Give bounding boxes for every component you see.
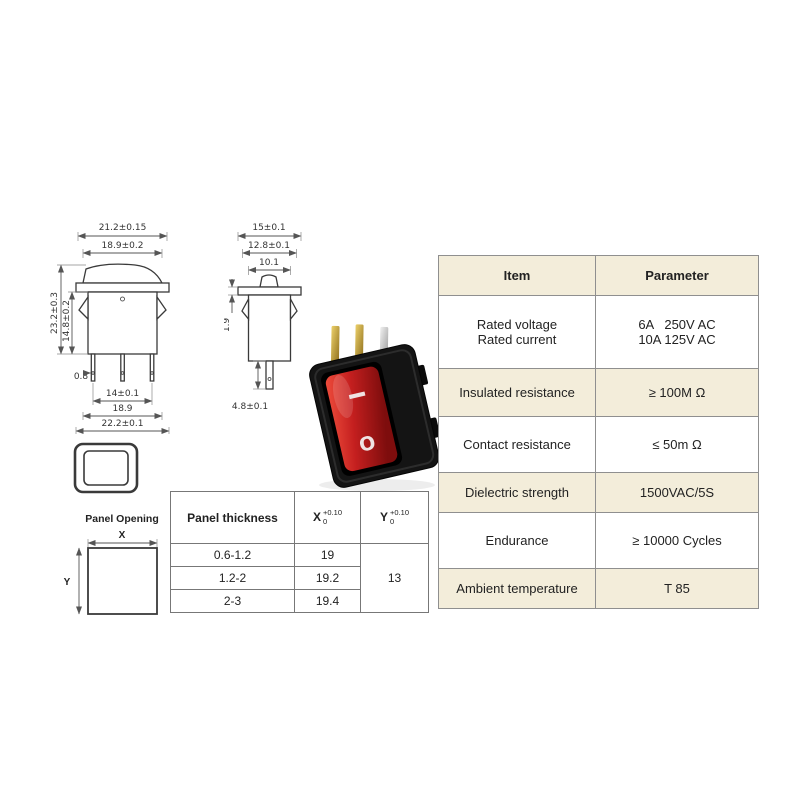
spec-param: 1500VAC/5S xyxy=(595,472,759,513)
panel-opening-box xyxy=(87,547,158,615)
rocker-highlight xyxy=(332,374,354,419)
spec-header-row: Item Parameter xyxy=(438,255,759,296)
dim-pin-length: 4.8±0.1 xyxy=(232,402,268,412)
spec-row-contact-resistance: Contact resistance ≤ 50m Ω xyxy=(438,416,759,473)
y-tol-upper: +0.10 xyxy=(390,507,409,517)
y-value: 13 xyxy=(360,543,429,613)
dim-front-width-outer: 21.2±0.15 xyxy=(99,223,147,233)
y-header-label: Y xyxy=(380,509,389,524)
dim-line-flange-thickness xyxy=(228,279,238,313)
dim-line-side-depth-clips xyxy=(242,249,297,258)
thickness-value: 2-3 xyxy=(170,589,295,613)
spec-header-parameter: Parameter xyxy=(595,255,759,296)
dim-side-depth-clips: 12.8±0.1 xyxy=(248,241,290,251)
y-tol-lower: 0 xyxy=(390,516,395,526)
dim-pin-thickness: 0.8 xyxy=(74,372,89,382)
dim-flange-thickness: 1.9 xyxy=(224,318,232,333)
spec-item: Endurance xyxy=(438,512,596,569)
spec-row-endurance: Endurance ≥ 10000 Cycles xyxy=(438,512,759,569)
terminal-pin-brass-2 xyxy=(355,324,364,361)
switch-body-group: I O xyxy=(309,324,441,488)
side-view-drawing: 15±0.1 12.8±0.1 10.1 1.9 xyxy=(224,223,302,412)
dim-line-bottom-rocker xyxy=(82,412,163,420)
thickness-row-3: 2-3 19.4 xyxy=(170,589,429,613)
front-face-drawing xyxy=(73,442,139,494)
side-view-switch-outline xyxy=(237,274,302,390)
dim-side-depth-body: 10.1 xyxy=(259,258,279,268)
rated-voltage-value: 6A 250V AC xyxy=(638,317,716,332)
rocker-marking-off: O xyxy=(357,432,378,457)
spec-item: Contact resistance xyxy=(438,416,596,473)
dim-side-depth-flange: 15±0.1 xyxy=(252,223,285,233)
switch-photo: I O xyxy=(309,324,441,491)
dim-line-front-height-body xyxy=(68,291,88,355)
dim-bottom-flange: 22.2±0.1 xyxy=(102,419,144,429)
dim-line-pin-span xyxy=(92,383,153,405)
spec-param: ≥ 100M Ω xyxy=(595,368,759,417)
panel-opening-title: Panel Opening xyxy=(85,513,159,525)
spec-row-rated: Rated voltage Rated current 6A 250V AC 1… xyxy=(438,295,759,369)
dim-front-width-rocker: 18.9±0.2 xyxy=(102,241,144,251)
panel-opening-drawing: Panel Opening X Y xyxy=(64,513,159,615)
face-rocker-outline xyxy=(83,450,129,486)
spec-row-insulated-resistance: Insulated resistance ≥ 100M Ω xyxy=(438,368,759,417)
dim-bottom-rocker: 18.9 xyxy=(112,404,132,414)
front-view-drawing: 21.2±0.15 18.9±0.2 23.2±0.3 xyxy=(50,223,170,434)
x-value: 19.4 xyxy=(294,589,361,613)
x-header-label: X xyxy=(313,509,322,524)
dim-line-side-depth-flange xyxy=(237,232,302,241)
dim-pin-span: 14±0.1 xyxy=(106,389,139,399)
spec-param-rated: 6A 250V AC 10A 125V AC xyxy=(595,295,759,369)
spec-item: Insulated resistance xyxy=(438,368,596,417)
rated-voltage-label: Rated voltage xyxy=(476,317,558,332)
rated-current-value: 10A 125V AC xyxy=(638,332,716,347)
x-value: 19 xyxy=(294,543,361,567)
dim-front-height-total: 23.2±0.3 xyxy=(50,292,60,334)
spec-item-rated: Rated voltage Rated current xyxy=(438,295,596,369)
dim-line-bottom-flange xyxy=(75,427,170,434)
panel-opening-x-label: X xyxy=(119,530,126,541)
spec-param: ≤ 50m Ω xyxy=(595,416,759,473)
spec-item: Dielectric strength xyxy=(438,472,596,513)
thickness-value: 1.2-2 xyxy=(170,566,295,590)
x-tol-lower: 0 xyxy=(323,516,328,526)
dim-line-front-width-outer xyxy=(77,232,168,241)
dim-line-pin-length xyxy=(253,360,266,390)
panel-opening-y-label: Y xyxy=(64,577,71,588)
panel-opening-x-dim xyxy=(87,539,158,548)
x-value: 19.2 xyxy=(294,566,361,590)
spec-header-item: Item xyxy=(438,255,596,296)
specification-table: Item Parameter Rated voltage Rated curre… xyxy=(438,255,759,609)
thickness-header-cell: Panel thickness xyxy=(170,491,295,544)
spec-item: Ambient temperature xyxy=(438,568,596,609)
terminal-pin-brass-1 xyxy=(330,325,340,364)
switch-bezel xyxy=(314,349,435,483)
dim-line-front-width-rocker xyxy=(82,249,163,258)
thickness-row-2: 1.2-2 19.2 xyxy=(170,566,429,590)
spec-row-dielectric-strength: Dielectric strength 1500VAC/5S xyxy=(438,472,759,513)
rated-current-label: Rated current xyxy=(477,332,557,347)
rocker xyxy=(325,366,398,472)
spec-param: T 85 xyxy=(595,568,759,609)
front-view-switch-outline xyxy=(75,263,170,382)
dim-front-height-body: 14.8±0.2 xyxy=(62,300,72,342)
thickness-value: 0.6-1.2 xyxy=(170,543,295,567)
thickness-row-1: 0.6-1.2 19 13 xyxy=(170,543,429,613)
x-tol-upper: +0.10 xyxy=(323,507,342,517)
dim-line-side-depth-body xyxy=(248,266,291,275)
spec-param: ≥ 10000 Cycles xyxy=(595,512,759,569)
spec-row-ambient-temperature: Ambient temperature T 85 xyxy=(438,568,759,609)
